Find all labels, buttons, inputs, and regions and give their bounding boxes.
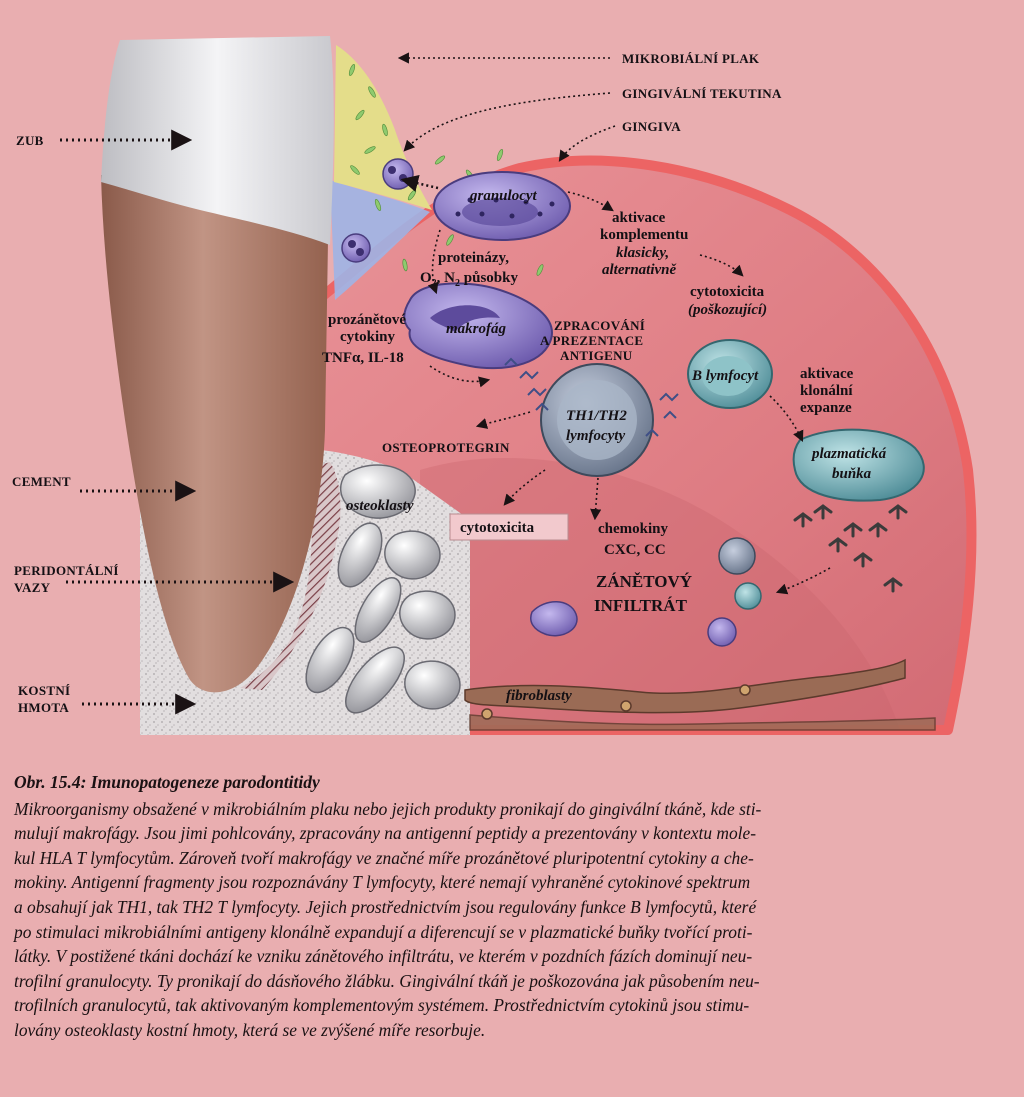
label-macrophage: makrofág: [446, 321, 507, 337]
osteoclast-cells: [305, 464, 461, 714]
label-tooth: ZUB: [16, 133, 44, 148]
caption-line: po stimulaci mikrobiálními antigeny klon…: [14, 921, 753, 942]
label-fibroblasts: fibroblasty: [506, 688, 572, 704]
label-gingiva: GINGIVA: [622, 119, 681, 134]
caption-line: látky. V postižené tkáni dochází ke vzni…: [14, 946, 753, 967]
immunopathogenesis-diagram: MIKROBIÁLNÍ PLAK GINGIVÁLNÍ TEKUTINA GIN…: [12, 36, 977, 735]
periodontal-ligament: [240, 462, 341, 690]
label-oxygen-nitrogen: O2, N2 působky: [420, 270, 518, 289]
caption-line: mulují makrofágy. Jsou jimi pohlcovány, …: [14, 823, 756, 844]
caption-line: a obsahují jak TH1, tak TH2 T lymfocyty.…: [14, 896, 757, 917]
gingival-fluid: [330, 180, 430, 300]
tooth-crown: [101, 36, 334, 245]
neutrophil-small: [341, 233, 371, 263]
label-osteoprotegerin: OSTEOPROTEGRIN: [382, 440, 510, 455]
caption-body: Mikroorganismy obsažené v mikrobiálním p…: [14, 797, 1010, 1043]
label-gingival-fluid: GINGIVÁLNÍ TEKUTINA: [622, 86, 782, 101]
tooth-root: [101, 175, 328, 693]
caption-title: Obr. 15.4: Imunopatogeneze parodontitidy: [14, 772, 320, 792]
label-microbial-plaque: MIKROBIÁLNÍ PLAK: [622, 51, 760, 66]
label-classic-alternative: klasicky,alternativně: [602, 245, 677, 278]
label-cytotoxicity: cytotoxicita: [460, 520, 535, 536]
antibodies: [793, 504, 908, 593]
caption-line: mokiny. Antigenní fragmenty jsou rozpozn…: [14, 872, 751, 893]
diagram-arrows: [60, 52, 831, 715]
label-cytotoxicity-damaging: cytotoxicita(poškozující): [688, 284, 767, 318]
caption-line: Mikroorganismy obsažené v mikrobiálním p…: [14, 798, 762, 819]
caption-line: trofilní granulocyty. Ty pronikají do dá…: [14, 970, 760, 991]
figure-caption: Obr. 15.4: Imunopatogeneze parodontitidy…: [14, 770, 1010, 1043]
caption-line: trofilních granulocytů, tak aktivovaným …: [14, 995, 750, 1016]
neutrophil-small: [382, 158, 414, 190]
th-lymphocyte-cell: [540, 363, 654, 477]
infiltrate-cells: [530, 537, 762, 647]
cytotoxicity-box: [449, 513, 569, 541]
caption-line: lovány osteoklasty kostní hmoty, která s…: [14, 1019, 486, 1040]
label-proteinases: proteinázy,: [438, 250, 509, 266]
macrophage-cell: [403, 282, 553, 370]
label-tnf-il18: TNFα, IL-18: [322, 350, 404, 366]
plasma-cell: [792, 428, 925, 502]
antigen-receptors: [504, 357, 679, 437]
label-cement: CEMENT: [12, 474, 71, 489]
label-b-lymphocyte: B lymfocyt: [691, 368, 759, 384]
label-granulocyte: granulocyt: [469, 188, 538, 204]
granulocyte-cell: [433, 171, 571, 241]
caption-line: kul HLA T lymfocytům. Zároveň tvoří makr…: [14, 847, 754, 868]
label-osteoclasts: osteoklasty: [346, 498, 414, 514]
fibroblast-cells: [464, 658, 936, 731]
b-lymphocyte-cell: [687, 339, 773, 409]
